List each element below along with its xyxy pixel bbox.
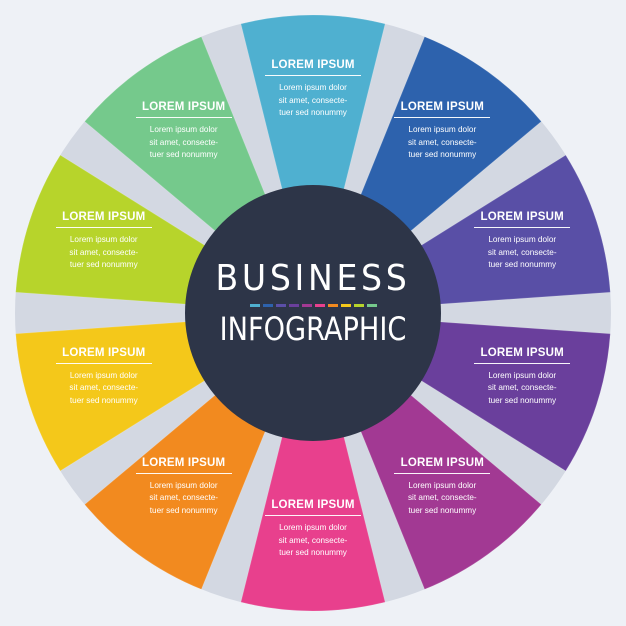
segment-8-line-2: sit amet, consecte- <box>69 247 139 257</box>
segment-1-line-1: Lorem ipsum dolor <box>408 125 477 135</box>
center-dash-9 <box>366 304 377 307</box>
center-title-block: BUSINESS INFOGRAPHIC <box>193 258 433 348</box>
segment-3-title: LOREM IPSUM <box>474 347 571 364</box>
segment-5-text: LOREM IPSUM Lorem ipsum dolor sit amet, … <box>265 499 361 560</box>
center-circle <box>185 185 441 441</box>
segment-6-title: LOREM IPSUM <box>135 457 232 474</box>
center-title-infographic: INFOGRAPHIC <box>219 310 407 348</box>
segment-1-text: LOREM IPSUM Lorem ipsum dolor sit amet, … <box>394 101 491 162</box>
center-dash-5 <box>314 304 325 307</box>
segment-5-line-3: tuer sed nonummy <box>279 548 347 557</box>
segment-4-line-2: sit amet, consecte- <box>407 493 477 503</box>
segment-8-text: LOREM IPSUM Lorem ipsum dolor sit amet, … <box>55 211 152 272</box>
segment-9-line-1: Lorem ipsum dolor <box>149 125 218 135</box>
segment-9-text: LOREM IPSUM Lorem ipsum dolor sit amet, … <box>135 101 232 162</box>
segment-6-line-1: Lorem ipsum dolor <box>149 480 218 490</box>
segment-2-text: LOREM IPSUM Lorem ipsum dolor sit amet, … <box>474 211 571 272</box>
center-dash-8 <box>353 304 364 307</box>
center-dash-3 <box>288 304 299 307</box>
segment-7-text: LOREM IPSUM Lorem ipsum dolor sit amet, … <box>55 347 152 408</box>
segment-9-line-2: sit amet, consecte- <box>149 137 219 147</box>
segment-4-line-1: Lorem ipsum dolor <box>408 480 477 490</box>
segment-6-text: LOREM IPSUM Lorem ipsum dolor sit amet, … <box>135 457 232 518</box>
segment-2-line-3: tuer sed nonummy <box>488 260 557 270</box>
center-dash-1 <box>262 304 273 307</box>
segment-3-line-2: sit amet, consecte- <box>487 383 557 393</box>
segment-1-title: LOREM IPSUM <box>394 101 491 119</box>
segment-2-line-2: sit amet, consecte- <box>487 247 557 257</box>
segment-1-line-3: tuer sed nonummy <box>408 150 477 160</box>
center-dash-4 <box>301 304 312 307</box>
segment-3-line-3: tuer sed nonummy <box>488 395 557 405</box>
segment-1-line-2: sit amet, consecte- <box>407 137 477 147</box>
segment-2-title: LOREM IPSUM <box>474 211 571 229</box>
segment-3-line-1: Lorem ipsum dolor <box>488 370 557 380</box>
segment-0-line-3: tuer sed nonummy <box>279 108 347 117</box>
segment-8-title: LOREM IPSUM <box>55 211 152 229</box>
center-dash-6 <box>327 304 338 307</box>
segment-0-line-1: Lorem ipsum dolor <box>279 83 347 92</box>
segment-4-title: LOREM IPSUM <box>394 457 491 474</box>
center-title-business: BUSINESS <box>215 258 411 299</box>
segment-9-line-3: tuer sed nonummy <box>149 150 218 160</box>
segment-0-text: LOREM IPSUM Lorem ipsum dolor sit amet, … <box>265 59 361 120</box>
center-color-dashes <box>193 304 433 307</box>
center-dash-7 <box>340 304 351 307</box>
segment-5-title: LOREM IPSUM <box>265 499 361 516</box>
segment-7-line-3: tuer sed nonummy <box>69 395 138 405</box>
segment-8-line-1: Lorem ipsum dolor <box>69 235 138 245</box>
segment-6-line-2: sit amet, consecte- <box>149 493 219 503</box>
segment-4-text: LOREM IPSUM Lorem ipsum dolor sit amet, … <box>394 457 491 518</box>
segment-4-line-3: tuer sed nonummy <box>408 505 477 515</box>
segment-3-text: LOREM IPSUM Lorem ipsum dolor sit amet, … <box>474 347 571 408</box>
segment-9-title: LOREM IPSUM <box>135 101 232 119</box>
segment-5-line-1: Lorem ipsum dolor <box>279 523 347 532</box>
segment-0-line-2: sit amet, consecte- <box>278 95 348 105</box>
segment-6-line-3: tuer sed nonummy <box>149 505 218 515</box>
segment-7-line-1: Lorem ipsum dolor <box>69 370 138 380</box>
segment-5-line-2: sit amet, consecte- <box>278 535 348 545</box>
segment-8-line-3: tuer sed nonummy <box>69 260 138 270</box>
segment-7-title: LOREM IPSUM <box>55 347 152 364</box>
center-dash-2 <box>275 304 286 307</box>
center-dash-0 <box>249 304 260 307</box>
segment-0-title: LOREM IPSUM <box>265 59 361 76</box>
segment-7-line-2: sit amet, consecte- <box>69 383 139 393</box>
segment-2-line-1: Lorem ipsum dolor <box>488 235 557 245</box>
